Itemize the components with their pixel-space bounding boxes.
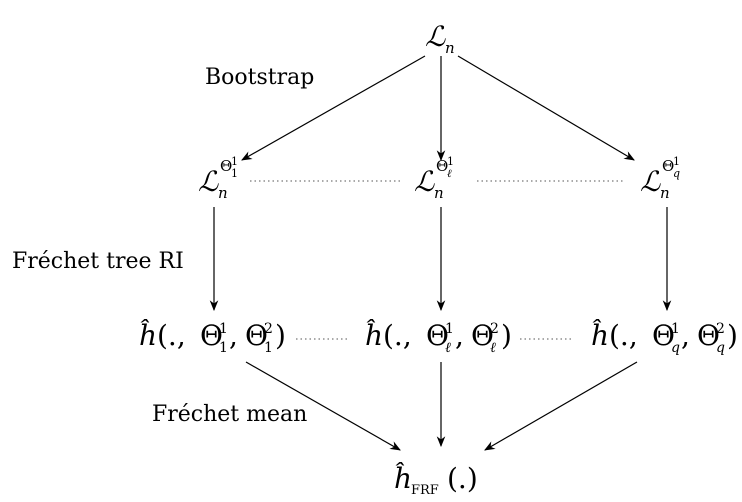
svg-text:(.,: (., xyxy=(609,319,638,352)
svg-text:2: 2 xyxy=(264,321,273,337)
svg-text:1: 1 xyxy=(671,321,680,337)
result-subscript: FRF xyxy=(411,483,439,498)
svg-text:Θ: Θ xyxy=(245,319,268,352)
svg-text:1: 1 xyxy=(231,155,238,168)
svg-text:Θ: Θ xyxy=(652,319,675,352)
arrow-root-to-sample-1 xyxy=(241,55,426,161)
arrow-root-to-sample-q xyxy=(457,55,635,161)
svg-text:,: , xyxy=(681,319,690,352)
svg-text:Θ: Θ xyxy=(471,319,494,352)
svg-text:(.,: (., xyxy=(383,319,412,352)
svg-text:ĥ: ĥ xyxy=(139,319,157,352)
tree-node-q: ĥ (., Θ 1 q , Θ 2 q ) xyxy=(591,319,738,356)
svg-text:1: 1 xyxy=(219,321,228,337)
svg-text:n: n xyxy=(434,184,444,202)
svg-text:n: n xyxy=(218,184,228,202)
svg-text:ℓ: ℓ xyxy=(490,340,496,356)
svg-text:): ) xyxy=(501,319,512,352)
svg-text:,: , xyxy=(455,319,464,352)
svg-text:Θ: Θ xyxy=(426,319,449,352)
svg-text:1: 1 xyxy=(231,167,238,180)
root-subscript: n xyxy=(445,39,455,57)
svg-text:(.,: (., xyxy=(157,319,186,352)
arrow-tree-1-to-result xyxy=(245,361,401,451)
result-symbol: ĥ xyxy=(394,462,412,495)
svg-text:2: 2 xyxy=(490,321,499,337)
sample-node-l: ℒ n Θ 1 ℓ xyxy=(414,155,454,202)
svg-text:): ) xyxy=(275,319,286,352)
bootstrap-label: Bootstrap xyxy=(205,65,314,90)
svg-text:1: 1 xyxy=(673,155,680,168)
svg-text:Θ: Θ xyxy=(436,157,448,175)
svg-text:q: q xyxy=(673,167,680,180)
root-node: ℒ n xyxy=(425,20,455,57)
root-symbol: ℒ xyxy=(425,20,446,53)
svg-text:1: 1 xyxy=(219,340,228,356)
tree-node-1: ĥ (., Θ 1 1 , Θ 2 1 ) xyxy=(139,319,286,356)
result-node: ĥ FRF (.) xyxy=(394,462,478,498)
svg-text:Θ: Θ xyxy=(697,319,720,352)
tree-node-l: ĥ (., Θ 1 ℓ , Θ 2 ℓ ) xyxy=(365,319,512,356)
svg-text:ĥ: ĥ xyxy=(365,319,383,352)
svg-text:ℒ: ℒ xyxy=(640,165,661,198)
svg-text:2: 2 xyxy=(716,321,725,337)
result-argument: (.) xyxy=(447,462,478,495)
svg-text:ĥ: ĥ xyxy=(591,319,609,352)
svg-text:1: 1 xyxy=(264,340,273,356)
svg-text:Θ: Θ xyxy=(200,319,223,352)
svg-text:ℓ: ℓ xyxy=(447,167,452,180)
svg-text:,: , xyxy=(229,319,238,352)
svg-text:ℒ: ℒ xyxy=(198,165,219,198)
sample-node-q: ℒ n Θ 1 q xyxy=(640,155,680,202)
svg-text:q: q xyxy=(716,340,725,356)
sample-node-1: ℒ n Θ 1 1 xyxy=(198,155,238,202)
svg-text:1: 1 xyxy=(445,321,454,337)
svg-text:n: n xyxy=(660,184,670,202)
frechet-mean-label: Fréchet mean xyxy=(152,402,307,427)
svg-text:ℒ: ℒ xyxy=(414,165,435,198)
svg-text:Θ: Θ xyxy=(662,157,674,175)
svg-text:ℓ: ℓ xyxy=(445,340,451,356)
arrow-tree-q-to-result xyxy=(484,361,638,451)
svg-text:Θ: Θ xyxy=(220,157,232,175)
svg-text:q: q xyxy=(671,340,680,356)
svg-text:1: 1 xyxy=(447,155,454,168)
svg-text:): ) xyxy=(727,319,738,352)
frechet-tree-label: Fréchet tree RI xyxy=(12,249,184,274)
